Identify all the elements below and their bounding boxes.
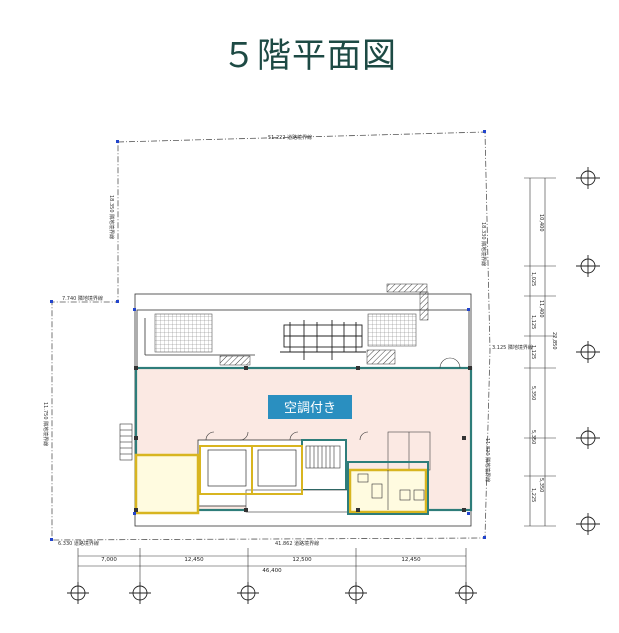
top-boundary-label: 51.222 道路境界線	[268, 134, 312, 141]
bay-dim-1: 7,000	[101, 557, 117, 563]
room-right-teal	[347, 461, 429, 515]
right-lower-boundary-label: 11.820 隣地境界線	[484, 438, 491, 482]
left-lower-boundary-label: 11.750 隣地境界線	[42, 402, 49, 446]
toilet-fixtures	[357, 470, 425, 510]
right-dim-9: 5,350	[538, 478, 544, 492]
page-title: ５階平面図	[222, 36, 397, 76]
right-dim-6: 5,350	[530, 386, 536, 400]
right-dimension-chain	[524, 177, 556, 527]
stairwell	[305, 445, 341, 469]
right-mid-boundary-label: 3.125 隣地境界線	[492, 344, 533, 351]
bay-dim-4: 12,450	[401, 557, 421, 563]
right-dim-8: 1,225	[530, 488, 536, 502]
door-swings	[205, 357, 461, 441]
structural-columns	[134, 366, 472, 512]
right-upper-boundary-label: 18.330 隣地境界線	[480, 222, 487, 266]
bottom-left-boundary-label: 6.330 道路境界線	[58, 540, 99, 547]
right-dim-1: 10,400	[538, 214, 544, 232]
bottom-dimension-chain	[77, 548, 467, 582]
bottom-mid-boundary-label: 41.862 道路境界線	[275, 540, 319, 547]
bottom-axis-markers	[67, 582, 477, 604]
elevator-shaft-2	[257, 449, 297, 487]
right-dim-3: 11,400	[538, 300, 544, 318]
bay-dim-3: 12,500	[292, 557, 312, 563]
hatch-strip-left	[219, 355, 251, 366]
left-mid-boundary-label: 7.740 隣地境界線	[62, 295, 103, 302]
roof-truss	[280, 320, 366, 360]
right-total-dim: 22,850	[551, 332, 557, 350]
right-dim-4: 1,125	[530, 315, 536, 329]
hatch-strip-right	[366, 349, 396, 365]
aircon-label: 空調付き	[284, 401, 336, 416]
right-axis-markers	[576, 167, 600, 535]
aircon-label-bg	[268, 395, 352, 419]
room-left-yellow	[134, 453, 200, 515]
mesh-panel-right	[367, 313, 417, 347]
right-dim-7: 5,350	[530, 430, 536, 444]
survey-markers	[50, 130, 486, 541]
exterior-stair-left	[119, 423, 133, 461]
site-boundary	[51, 131, 491, 541]
total-width-dim: 46,400	[262, 568, 282, 574]
left-upper-boundary-label: 18.350 隣地境界線	[108, 195, 115, 239]
elevator-hall-2	[251, 445, 303, 495]
elevator-shaft-1	[207, 449, 247, 487]
right-dim-2: 1,025	[530, 272, 536, 286]
bay-dim-2: 12,450	[184, 557, 204, 563]
roof-equipment-hatch-2	[419, 291, 429, 321]
mesh-panel-left	[154, 313, 213, 353]
right-dim-5: 1,125	[530, 345, 536, 359]
roof-equipment-hatch	[386, 283, 428, 293]
